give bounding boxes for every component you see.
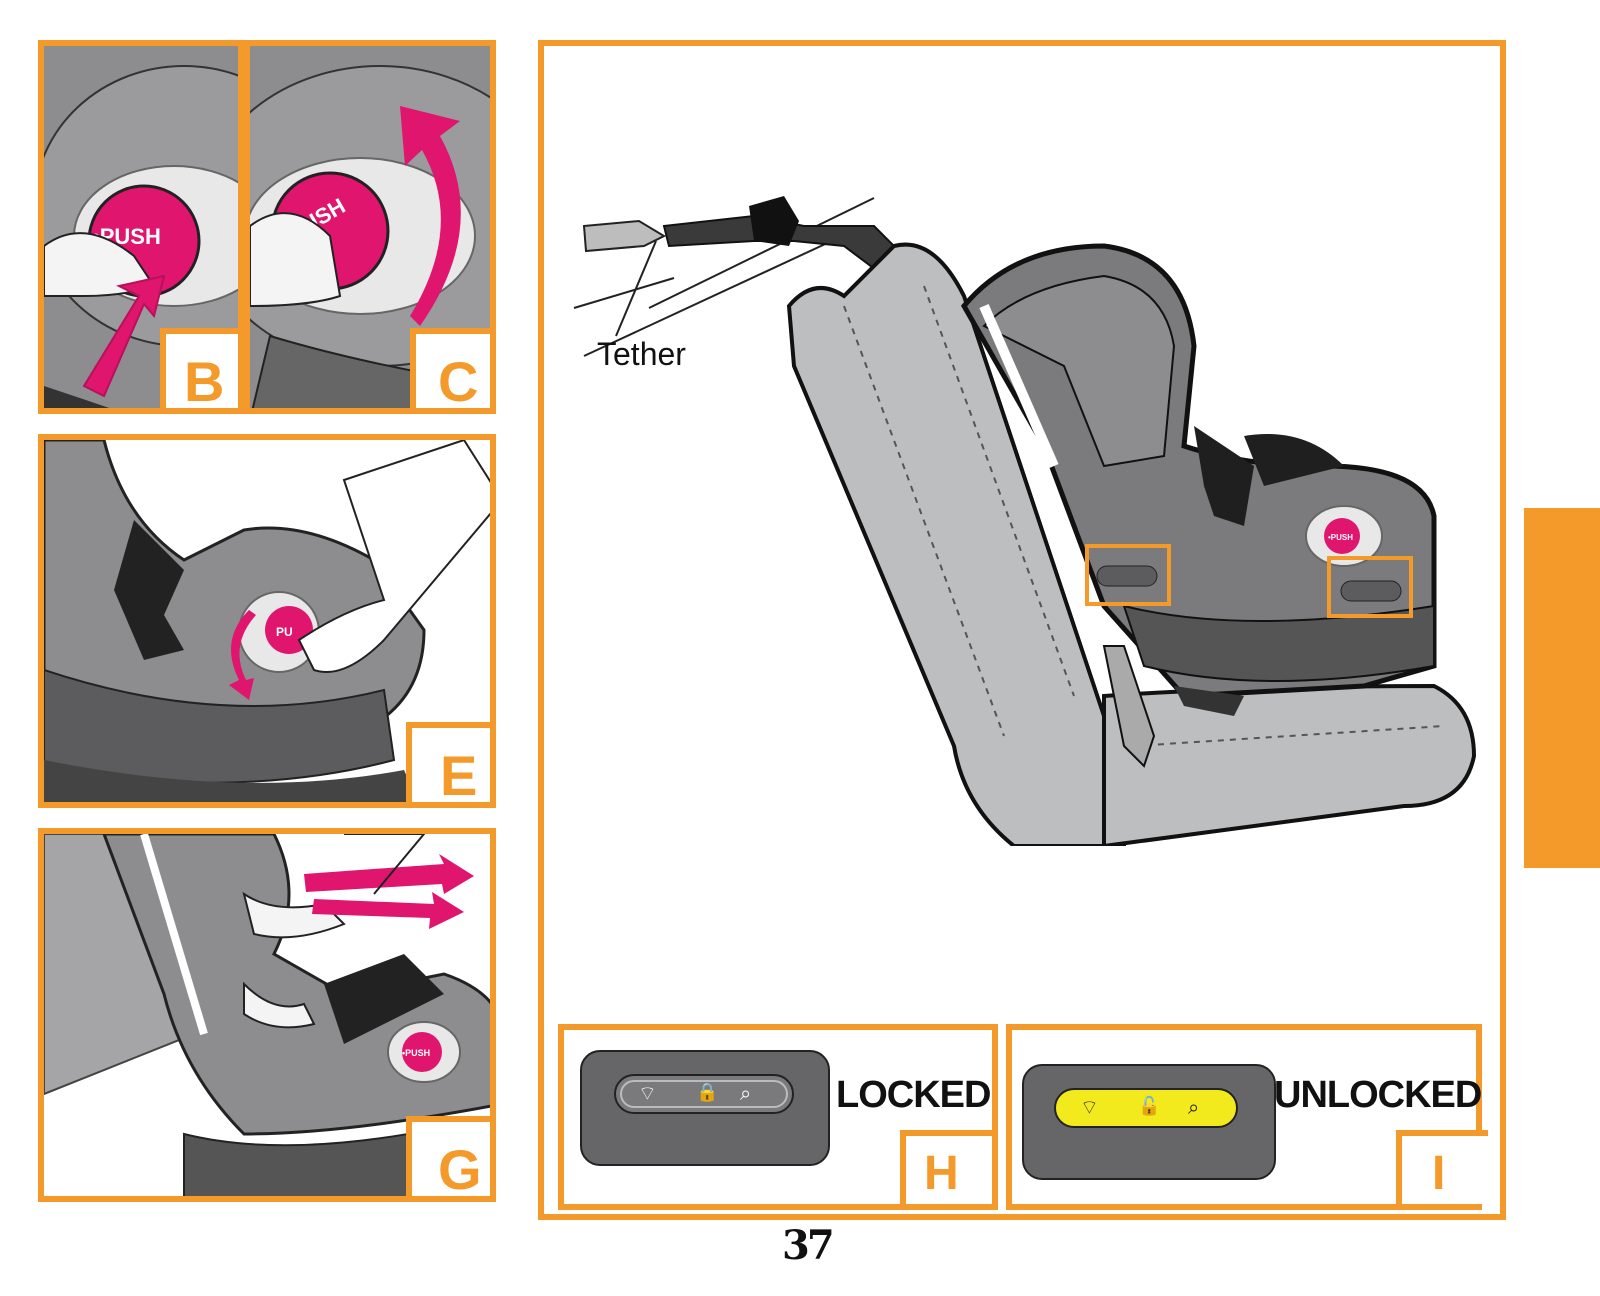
panel-letter-i: I <box>1432 1147 1446 1200</box>
push-label: •PUSH <box>1328 533 1353 542</box>
indicator-highlight-right <box>1327 556 1413 618</box>
panel-letter-c: C <box>438 350 479 413</box>
unlock-icon: 🔓 <box>1138 1096 1161 1117</box>
push-arrow-icon <box>82 274 166 398</box>
unlocked-panel: ⌔ 🔓 ⌕ UNLOCKED I <box>1006 1024 1488 1210</box>
rotate-illustration-e: PU <box>44 440 490 802</box>
seat-recline-icon: ⌕ <box>740 1081 752 1105</box>
unlocked-indicator: ⌔ 🔓 ⌕ <box>1022 1064 1276 1180</box>
locked-label: LOCKED <box>836 1074 991 1116</box>
rotate-arrow-icon <box>229 610 256 700</box>
page-number: 37 <box>782 1222 835 1269</box>
panel-c: PUSH C <box>244 40 496 414</box>
panel-letter-g: G <box>438 1138 482 1201</box>
push-button-icon <box>1324 518 1360 554</box>
panel-g: •PUSH G <box>38 828 496 1202</box>
panel-letter-b: B <box>184 350 225 413</box>
main-panel: •PUSH Tether ⌔ 🔒 ⌕ LOCKED H ⌔ 🔓 <box>538 40 1506 1220</box>
indicator-highlight-left <box>1085 544 1171 606</box>
car-seat-illustration: •PUSH <box>573 196 1477 846</box>
rotate-arrow-icon <box>400 106 461 326</box>
seat-recline-icon: ⌕ <box>1188 1095 1200 1119</box>
panel-letter-e: E <box>440 744 478 807</box>
panel-e: PU E <box>38 434 496 808</box>
seat-forward-icon: ⌔ <box>1080 1095 1099 1119</box>
seat-forward-icon: ⌔ <box>638 1081 657 1105</box>
section-tab <box>1524 508 1600 868</box>
panel-b: •PUSH B <box>38 40 244 414</box>
push-arrow-icon <box>304 854 474 929</box>
panel-letter-h: H <box>924 1147 959 1200</box>
lock-icon: 🔒 <box>696 1082 719 1103</box>
tether-label: Tether <box>597 336 686 372</box>
unlocked-label: UNLOCKED <box>1274 1074 1482 1116</box>
push-label: •PUSH <box>402 1048 430 1058</box>
locked-panel: ⌔ 🔒 ⌕ LOCKED H <box>558 1024 998 1210</box>
locked-indicator: ⌔ 🔒 ⌕ <box>580 1050 830 1166</box>
push-label: PU <box>276 625 293 639</box>
